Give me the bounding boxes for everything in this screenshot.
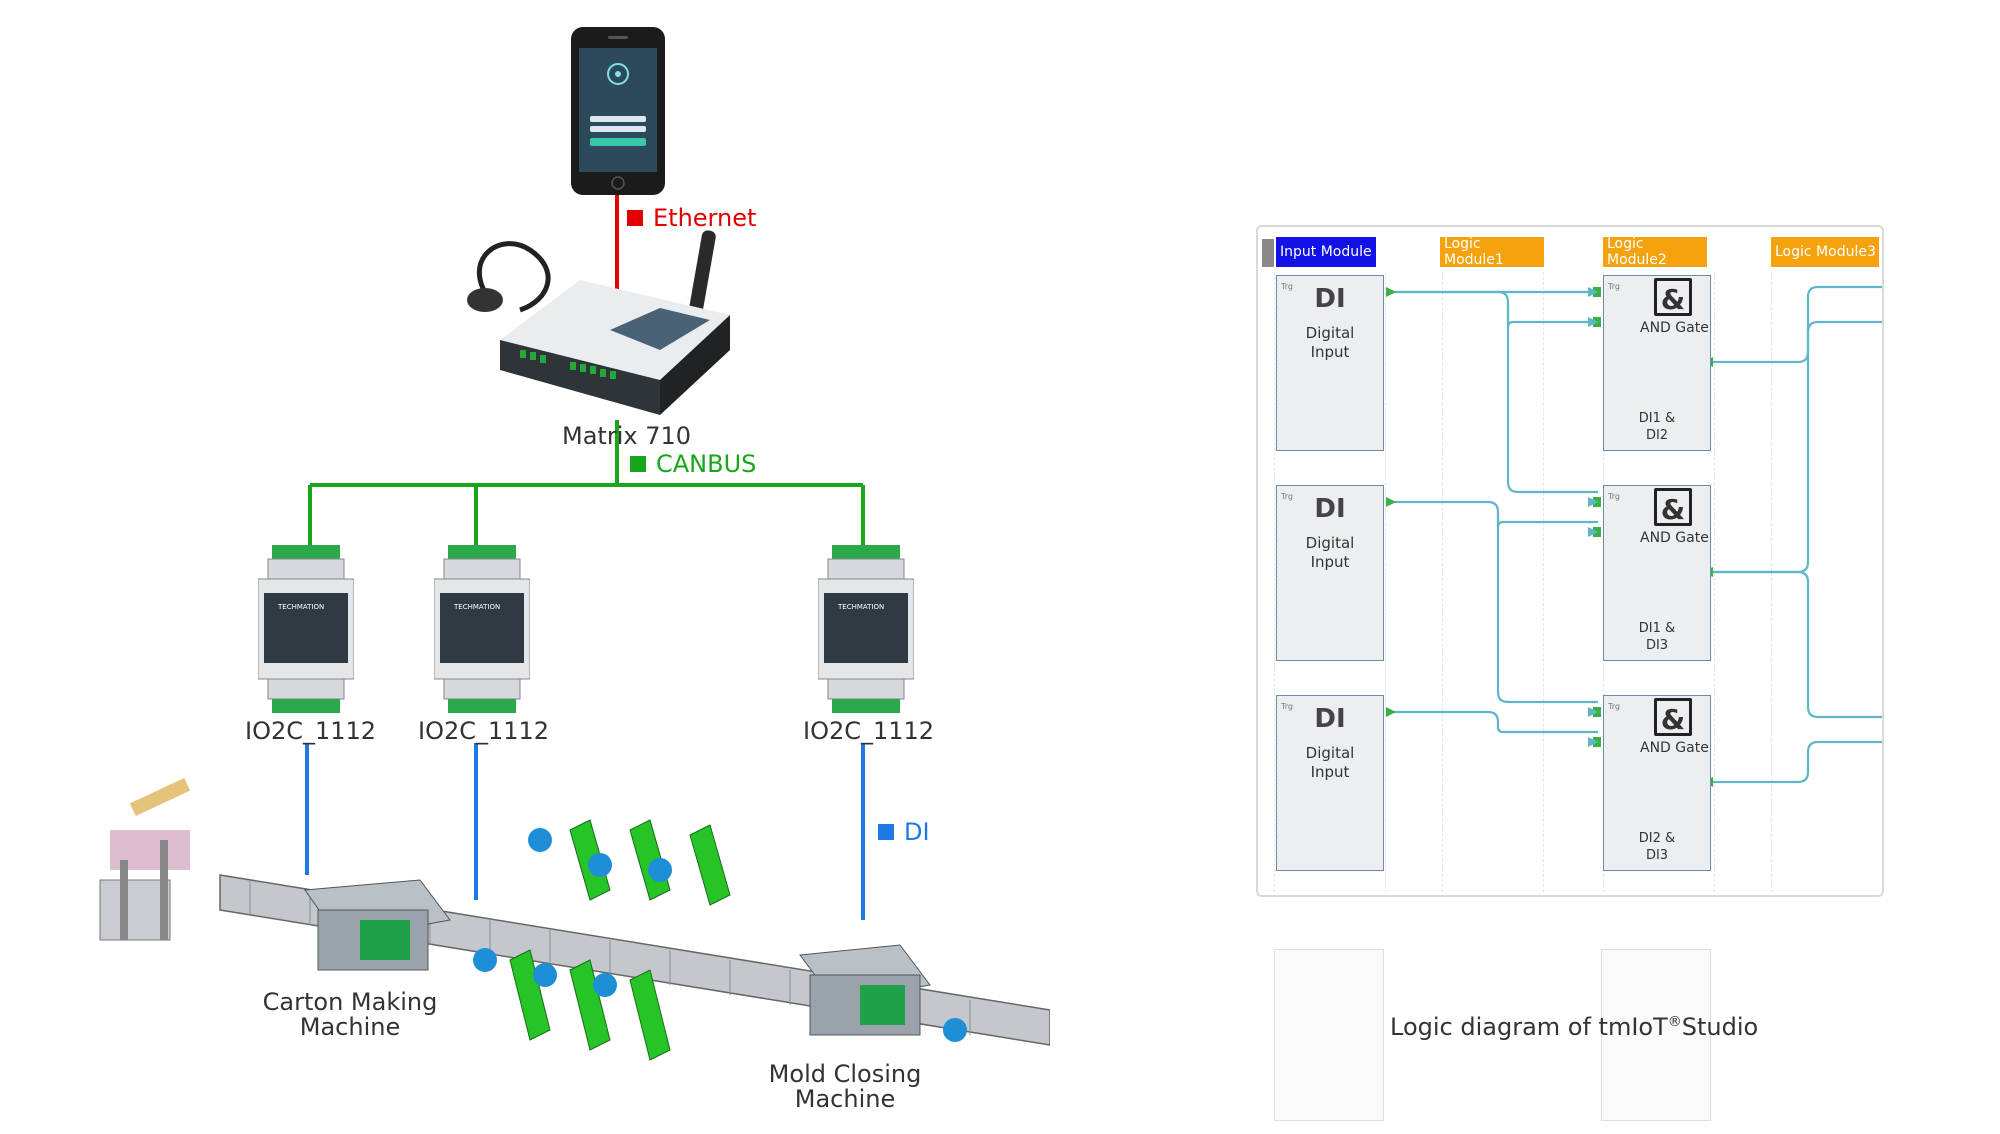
- di-line2: Input: [1310, 343, 1350, 361]
- header-input-module[interactable]: Input Module: [1276, 237, 1376, 267]
- di-line1: Digital: [1305, 324, 1355, 342]
- canbus-legend-square: [630, 456, 646, 472]
- mold-closing-machine: [799, 944, 931, 1036]
- ethernet-label: Ethernet: [627, 204, 756, 232]
- gateway-label: Matrix 710: [562, 422, 691, 450]
- io-module-device-3: TECHMATION: [818, 545, 914, 713]
- trigger-label: Trg: [1281, 492, 1293, 501]
- reflection-input-block: [1274, 949, 1384, 1121]
- io-module-label-2: IO2C_1112: [418, 717, 550, 745]
- carton-caption-line1: Carton Making: [262, 988, 438, 1016]
- caption-registered-mark: ®: [1667, 1014, 1682, 1030]
- io-brand-text: TECHMATION: [837, 603, 884, 611]
- mold-machine-caption: Mold Closing Machine: [745, 1062, 945, 1112]
- ethernet-legend-square: [627, 210, 643, 226]
- di-line2: Input: [1310, 553, 1350, 571]
- trigger-label: Trg: [1608, 702, 1620, 711]
- grid-column-2: [1442, 272, 1544, 892]
- io-module-device-2: TECHMATION: [434, 545, 530, 713]
- expr-line2: DI3: [1645, 638, 1669, 653]
- trigger-label: Trg: [1281, 282, 1293, 291]
- and-gate-icon: &: [1654, 488, 1692, 526]
- canbus-label: CANBUS: [630, 450, 756, 478]
- and-gate-name: AND Gate: [1640, 530, 1709, 546]
- matrix-710-gateway-icon: [467, 230, 730, 415]
- header-logic-module3[interactable]: Logic Module3: [1771, 237, 1879, 267]
- ethernet-text: Ethernet: [653, 204, 757, 232]
- di-symbol: DI: [1314, 284, 1346, 314]
- di-legend-square: [878, 824, 894, 840]
- di-symbol: DI: [1314, 704, 1346, 734]
- trigger-label: Trg: [1608, 282, 1620, 291]
- expr-line2: DI3: [1645, 848, 1669, 863]
- and-gate-expression: DI1 & DI3: [1604, 620, 1710, 654]
- di-line1: Digital: [1305, 534, 1355, 552]
- di-description: Digital Input: [1277, 744, 1383, 782]
- di-text: DI: [904, 818, 930, 846]
- logic-wires: [1386, 285, 1882, 787]
- carton-caption-line2: Machine: [299, 1013, 401, 1041]
- caption-suffix: Studio: [1681, 1013, 1759, 1041]
- io-brand-text: TECHMATION: [277, 603, 324, 611]
- production-line-illustration: [99, 777, 1050, 1061]
- di-line1: Digital: [1305, 744, 1355, 762]
- expr-line1: DI1 &: [1638, 411, 1676, 426]
- expr-line2: DI2: [1645, 428, 1669, 443]
- di-symbol: DI: [1314, 494, 1346, 524]
- logic-diagram-panel: Input Module Logic Module1 Logic Module2…: [1256, 225, 1884, 897]
- carton-feeder-robot: [99, 777, 191, 941]
- di-description: Digital Input: [1277, 324, 1383, 362]
- digital-input-block-2[interactable]: Trg DI Digital Input: [1276, 485, 1384, 661]
- and-gate-name: AND Gate: [1640, 740, 1709, 756]
- reflection-gate-block: [1601, 949, 1711, 1121]
- workers: [473, 828, 967, 1042]
- io-module-device-1: TECHMATION: [258, 545, 354, 713]
- and-gate-block-2[interactable]: Trg & AND Gate DI1 & DI3: [1603, 485, 1711, 661]
- panel-scroll-handle[interactable]: [1262, 239, 1274, 267]
- io-brand-text: TECHMATION: [453, 603, 500, 611]
- di-label: DI: [878, 818, 930, 846]
- expr-line1: DI2 &: [1638, 831, 1676, 846]
- smartphone-icon: [571, 27, 665, 195]
- digital-input-block-1[interactable]: Trg DI Digital Input: [1276, 275, 1384, 451]
- and-gate-block-1[interactable]: Trg & AND Gate DI1 & DI2: [1603, 275, 1711, 451]
- di-description: Digital Input: [1277, 534, 1383, 572]
- canbus-text: CANBUS: [656, 450, 757, 478]
- header-logic-module1[interactable]: Logic Module1: [1440, 236, 1544, 268]
- grid-column-1: [1274, 272, 1386, 892]
- logic-diagram-reflection: [1256, 945, 1880, 1134]
- mold-caption-line2: Machine: [794, 1085, 896, 1113]
- mold-caption-line1: Mold Closing: [768, 1060, 922, 1088]
- and-gate-block-3[interactable]: Trg & AND Gate DI2 & DI3: [1603, 695, 1711, 871]
- di-line2: Input: [1310, 763, 1350, 781]
- digital-input-block-3[interactable]: Trg DI Digital Input: [1276, 695, 1384, 871]
- and-gate-expression: DI2 & DI3: [1604, 830, 1710, 864]
- and-gate-icon: &: [1654, 278, 1692, 316]
- carton-machine-caption: Carton Making Machine: [250, 990, 450, 1040]
- io-module-label-1: IO2C_1112: [245, 717, 377, 745]
- trigger-label: Trg: [1281, 702, 1293, 711]
- header-logic-module2[interactable]: Logic Module2: [1603, 236, 1707, 268]
- grid-column-4: [1771, 272, 1882, 892]
- trigger-label: Trg: [1608, 492, 1620, 501]
- caption-prefix: Logic diagram of tmIoT: [1390, 1013, 1668, 1041]
- logic-diagram-caption: Logic diagram of tmIoT®Studio: [1390, 1013, 1758, 1041]
- and-gate-icon: &: [1654, 698, 1692, 736]
- expr-line1: DI1 &: [1638, 621, 1676, 636]
- and-gate-name: AND Gate: [1640, 320, 1709, 336]
- and-gate-expression: DI1 & DI2: [1604, 410, 1710, 444]
- io-module-label-3: IO2C_1112: [803, 717, 935, 745]
- carton-making-machine: [304, 879, 451, 971]
